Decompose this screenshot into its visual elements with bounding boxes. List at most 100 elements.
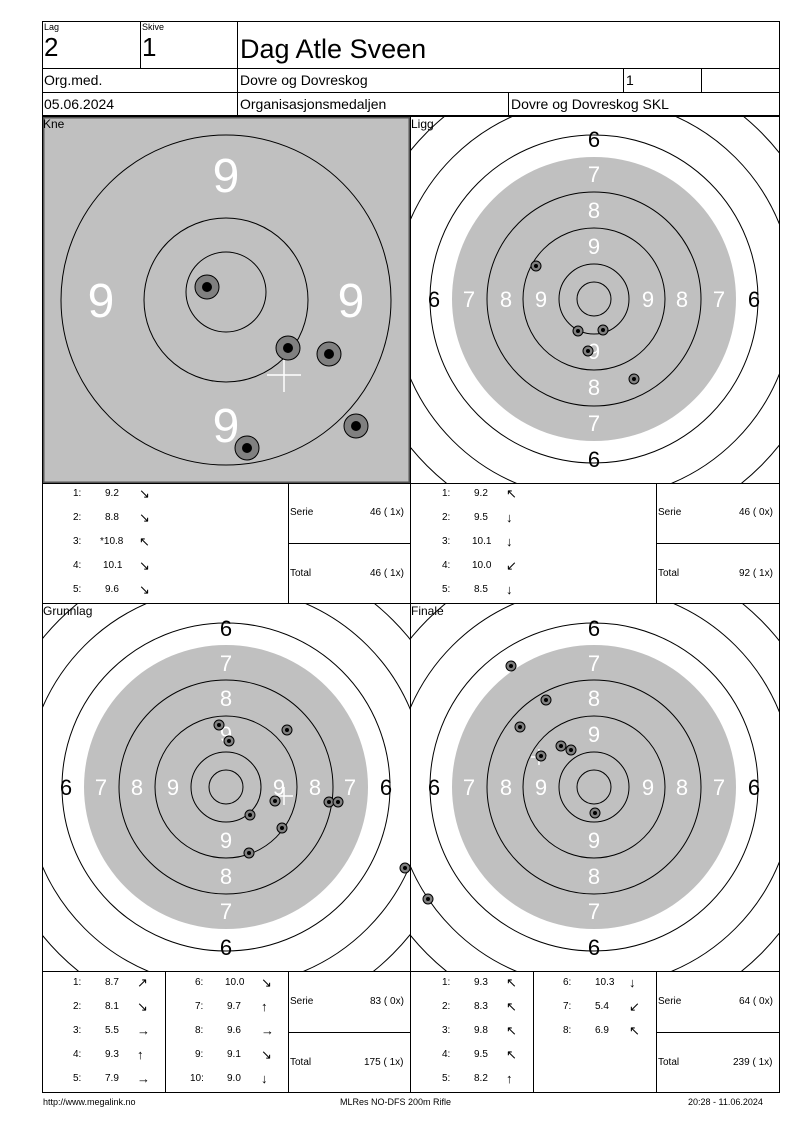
panel-label-grunnlag: Grunnlag [43,604,93,618]
serie-label: Serie [658,996,682,1007]
total-label: Total [290,1057,312,1068]
total-label: Total [658,568,680,579]
ring-number: 8 [500,287,512,312]
direction-arrow-icon: ↓ [506,582,513,597]
serie-label: Serie [290,996,314,1007]
ring-number: 7 [463,287,475,312]
total-value: 175 ( 1x) [364,1057,404,1068]
ring-number: 8 [588,864,600,889]
shot-row: 3:10.1↓ [442,534,513,549]
ring-number: 8 [500,775,512,800]
ring-number: 7 [588,899,600,924]
shot-row: 3:9.8↖ [442,1023,517,1038]
shot-row: 4:10.1↘ [73,558,150,573]
direction-arrow-icon: ↖ [139,534,150,549]
direction-arrow-icon: ↑ [137,1047,144,1062]
ring-number: 6 [380,775,392,800]
ring-number: 7 [344,775,356,800]
direction-arrow-icon: ↘ [139,510,150,525]
ring-number: 6 [588,447,600,472]
shot-row: 2:9.5↓ [442,510,513,525]
shot-row: 3:*10.8↖ [73,534,150,549]
shot-row: 4:10.0↙ [442,558,517,573]
shot-holes [194,274,369,461]
ring-number: 9 [220,828,232,853]
direction-arrow-icon: → [137,1071,150,1086]
ring-number: 9 [213,400,240,453]
club-name: Dovre og Dovreskog [240,72,368,88]
ring-number: 9 [588,722,600,747]
ring-number: 8 [676,287,688,312]
serie-value: 64 ( 0x) [739,996,773,1007]
ring-number: 9 [273,775,285,800]
ring-number: 7 [588,651,600,676]
skive-value: 1 [142,32,157,62]
ring-number: 9 [588,234,600,259]
total-label: Total [658,1057,680,1068]
shot-row: 1:9.3↖ [442,975,517,990]
shot-row: 2:8.3↖ [442,999,517,1014]
direction-arrow-icon: → [261,1023,274,1038]
ring-number: 6 [428,287,440,312]
direction-arrow-icon: ↓ [261,1071,268,1086]
direction-arrow-icon: ↖ [506,975,517,990]
ring-number: 8 [676,775,688,800]
direction-arrow-icon: ↓ [629,975,636,990]
lag-value: 2 [44,32,59,62]
direction-arrow-icon: ↘ [261,975,272,990]
shot-row: 9:9.1↘ [195,1047,272,1062]
ring-number: 8 [309,775,321,800]
ring-number: 8 [220,864,232,889]
shot-holes [422,660,601,905]
panel-label-finale: Finale [411,604,444,618]
ring-number: 8 [588,686,600,711]
direction-arrow-icon: ↑ [261,999,268,1014]
shot-row: 7:9.7↑ [195,999,268,1014]
shot-row: 3:5.5→ [73,1023,150,1038]
ring-number: 6 [588,616,600,641]
shot-row: 1:9.2↖ [442,486,517,501]
footer-url[interactable]: http://www.megalink.no [43,1097,136,1107]
direction-arrow-icon: ↓ [506,534,513,549]
ring-number: 6 [220,616,232,641]
shot-row: 6:10.0↘ [195,975,272,990]
target-finale: 6 6 6 6 7 7 7 7 8 8 8 8 9 9 9 9 [411,604,779,971]
ring-number: 9 [642,287,654,312]
panel-label-ligg: Ligg [411,117,434,131]
direction-arrow-icon: ↖ [506,486,517,501]
direction-arrow-icon: ↘ [137,999,148,1014]
shooter-name: Dag Atle Sveen [240,34,427,64]
shot-row: 5:8.5↓ [442,582,513,597]
serie-value: 46 ( 0x) [739,507,773,518]
shot-holes [530,260,640,385]
shot-row: 2:8.1↘ [73,999,148,1014]
lag-label: Lag [44,22,60,32]
serie-value: 46 ( 1x) [370,507,404,518]
footer-timestamp: 20:28 - 11.06.2024 [688,1097,763,1107]
class-label: Org.med. [44,72,103,88]
direction-arrow-icon: ↓ [506,510,513,525]
ring-number: 6 [748,775,760,800]
direction-arrow-icon: ↑ [506,1071,513,1086]
ring-number: 6 [220,935,232,960]
ring-number: 7 [588,162,600,187]
serie-value: 83 ( 0x) [370,996,404,1007]
total-label: Total [290,568,312,579]
shot-row: 4:9.3↑ [73,1047,144,1062]
ring-number: 6 [588,127,600,152]
shot-row: 10:9.0↓ [190,1071,268,1086]
total-value: 46 ( 1x) [370,568,404,579]
shot-row: 5:9.6↘ [73,582,150,597]
ring-number: 7 [713,287,725,312]
ring-number: 9 [88,275,115,328]
ring-number: 9 [642,775,654,800]
date: 05.06.2024 [44,96,115,112]
ring-number: 9 [338,275,365,328]
target-ligg: 6 6 6 6 7 7 7 7 8 8 8 8 9 9 9 9 [411,117,779,483]
shot-row: 7:5.4↙ [563,999,640,1014]
shot-holes [213,719,410,874]
ring-number: 7 [220,899,232,924]
skive-label: Skive [142,22,165,32]
direction-arrow-icon: ↘ [139,486,150,501]
direction-arrow-icon: ↘ [139,558,150,573]
